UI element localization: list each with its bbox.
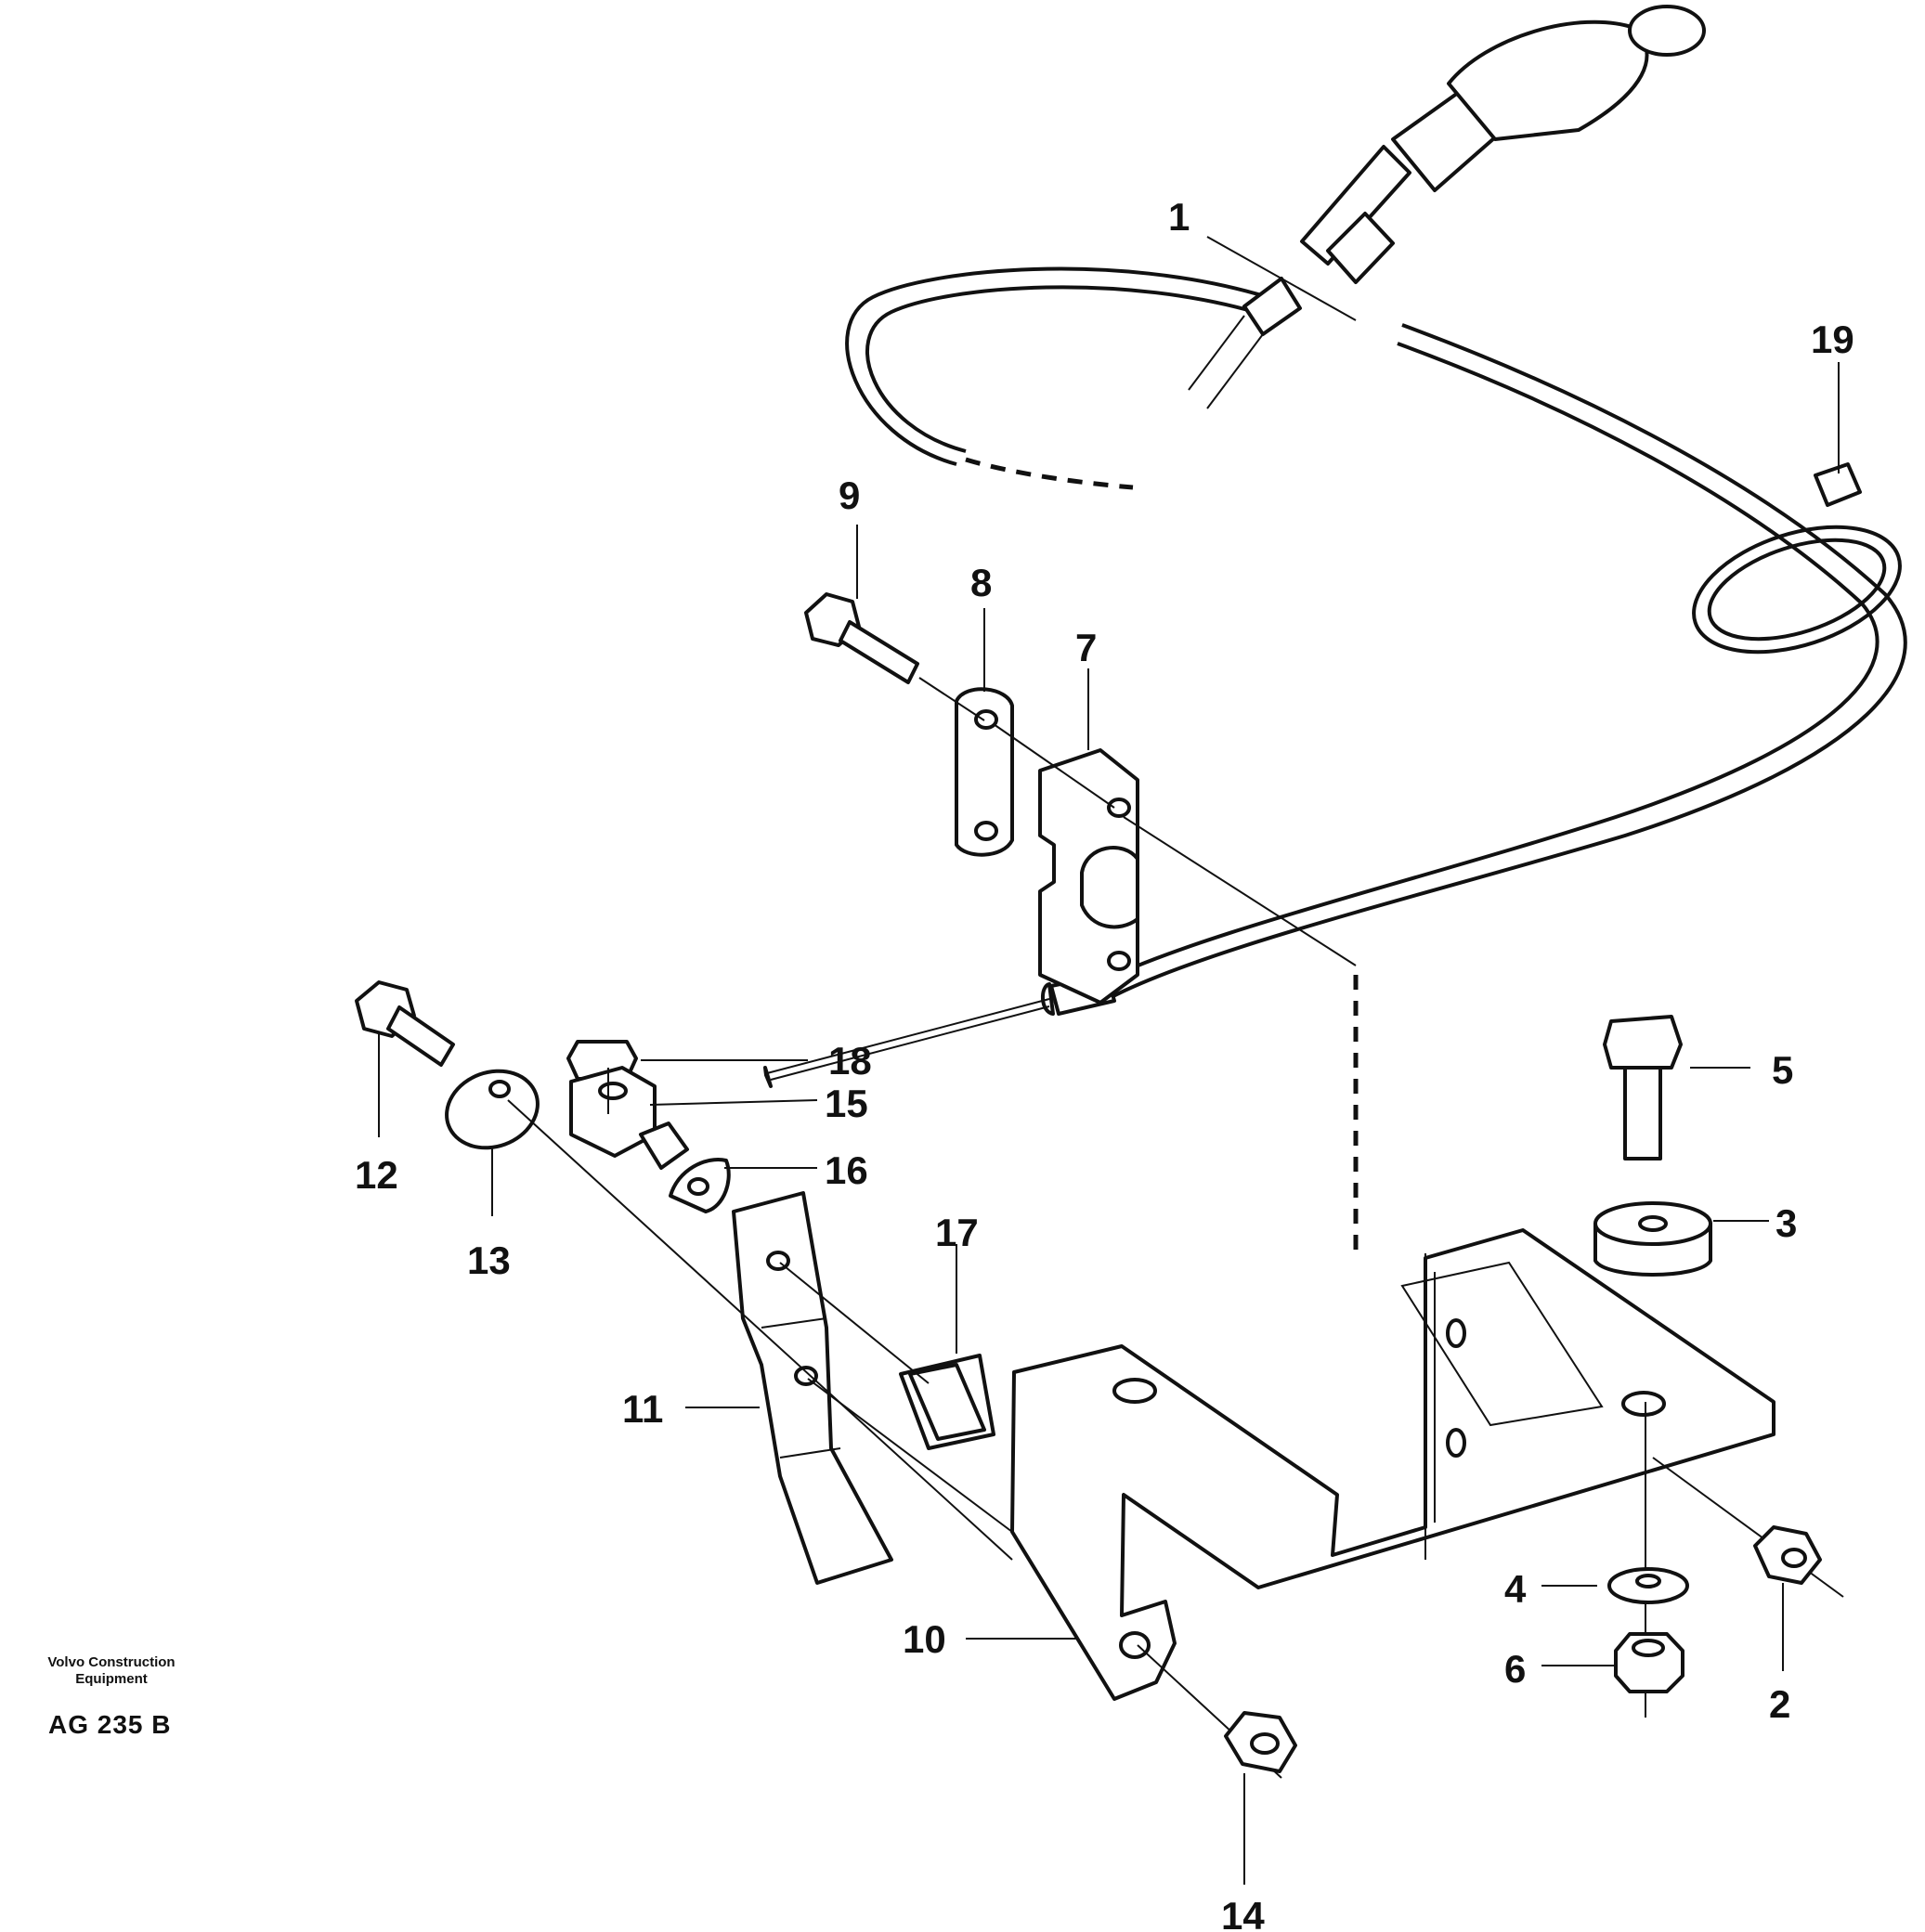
retainer-clip-17 (899, 1354, 995, 1450)
cable-tie (1692, 462, 1902, 655)
bolt-9 (804, 592, 919, 684)
callout-7: 7 (1075, 626, 1097, 669)
callout-11: 11 (622, 1387, 663, 1431)
cable-clamp-7 (1038, 748, 1139, 1005)
callout-18: 18 (828, 1039, 872, 1083)
nut-2 (1753, 1525, 1822, 1585)
lever-11 (732, 1191, 893, 1585)
drawing-code: AG 235 B (48, 1710, 172, 1739)
bracket-10 (1010, 1228, 1775, 1701)
callout-6: 6 (1504, 1647, 1526, 1691)
swivel-block-15 (569, 1066, 689, 1170)
callout-1: 1 (1168, 195, 1190, 239)
callout-10: 10 (903, 1617, 946, 1661)
bolt-12 (355, 980, 455, 1067)
washer-4 (1607, 1567, 1689, 1604)
nut-14 (1224, 1711, 1297, 1773)
callout-19: 19 (1811, 318, 1854, 361)
callout-9: 9 (839, 473, 860, 517)
spring-clip-16 (669, 1158, 731, 1213)
nut-6 (1614, 1632, 1684, 1693)
callout-15: 15 (825, 1082, 868, 1125)
clamp-plate-8 (955, 687, 1014, 857)
callout-2: 2 (1769, 1682, 1790, 1726)
callout-14: 14 (1221, 1894, 1265, 1932)
washer-13 (445, 1069, 540, 1150)
callout-3: 3 (1775, 1201, 1797, 1245)
callout-4: 4 (1504, 1567, 1527, 1611)
company-caption: Volvo Construction Equipment (47, 1654, 176, 1687)
bolt-5 (1603, 1015, 1683, 1160)
callout-13: 13 (467, 1238, 511, 1282)
spacer-3 (1593, 1201, 1712, 1277)
callout-5: 5 (1772, 1048, 1793, 1092)
callout-16: 16 (825, 1148, 868, 1192)
leader-lines (378, 236, 1840, 1885)
callouts: 1 19 9 8 7 18 5 15 16 12 17 13 3 11 4 10… (355, 195, 1854, 1932)
callout-17: 17 (935, 1211, 979, 1254)
callout-8: 8 (970, 561, 992, 604)
callout-12: 12 (355, 1153, 398, 1197)
control-cable-assembly (766, 5, 1907, 1081)
